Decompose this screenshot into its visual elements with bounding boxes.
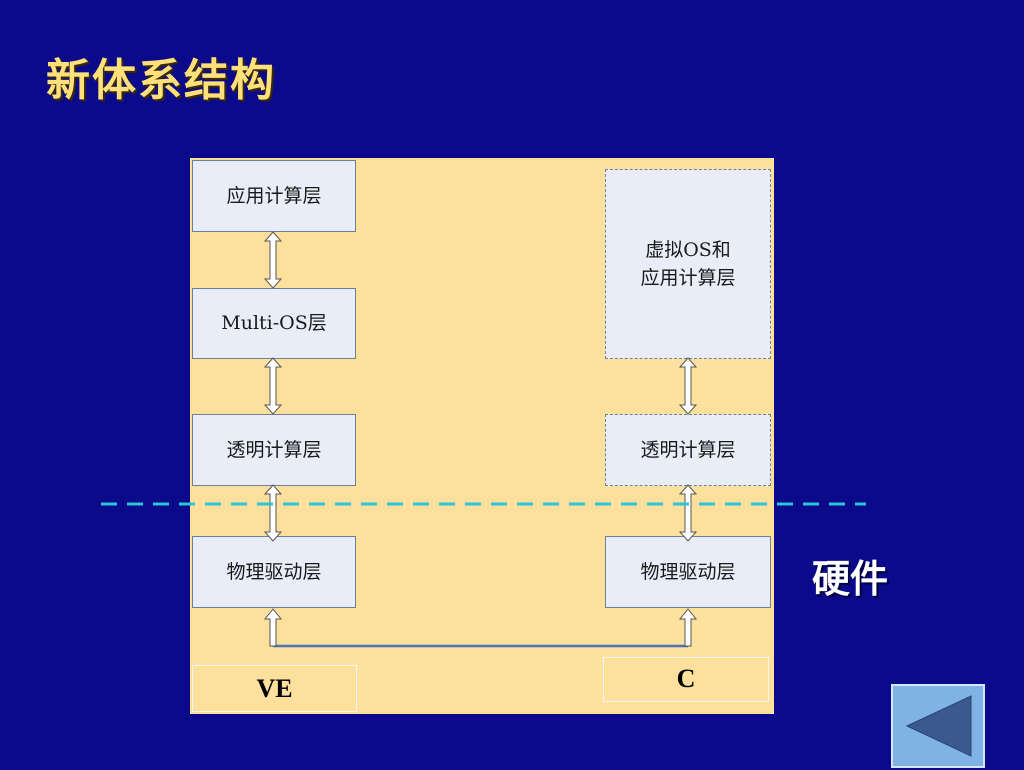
right-virtual-os-layer-box: 虚拟OS和 应用计算层 — [605, 169, 771, 359]
up-arrow-icon — [263, 608, 283, 647]
right-transparent-layer-box: 透明计算层 — [605, 414, 771, 486]
double-arrow-icon — [264, 231, 282, 289]
slide-title: 新体系结构 — [46, 55, 276, 106]
double-arrow-icon — [264, 484, 282, 542]
back-button[interactable] — [891, 684, 985, 768]
right-virtual-os-line1: 虚拟OS和 — [645, 238, 731, 261]
left-multi-os-layer-box: Multi-OS层 — [192, 288, 356, 359]
right-stack-label: C — [603, 657, 769, 702]
double-arrow-icon — [679, 484, 697, 542]
back-triangle-icon — [905, 695, 972, 757]
left-app-layer-box: 应用计算层 — [192, 160, 356, 232]
left-stack-label: VE — [192, 665, 357, 712]
up-arrow-icon — [678, 608, 698, 647]
double-arrow-icon — [264, 357, 282, 415]
left-driver-layer-box: 物理驱动层 — [192, 536, 356, 608]
hardware-label: 硬件 — [812, 557, 889, 601]
right-virtual-os-line2: 应用计算层 — [640, 267, 736, 289]
double-arrow-icon — [679, 357, 697, 415]
right-driver-layer-box: 物理驱动层 — [605, 536, 771, 608]
